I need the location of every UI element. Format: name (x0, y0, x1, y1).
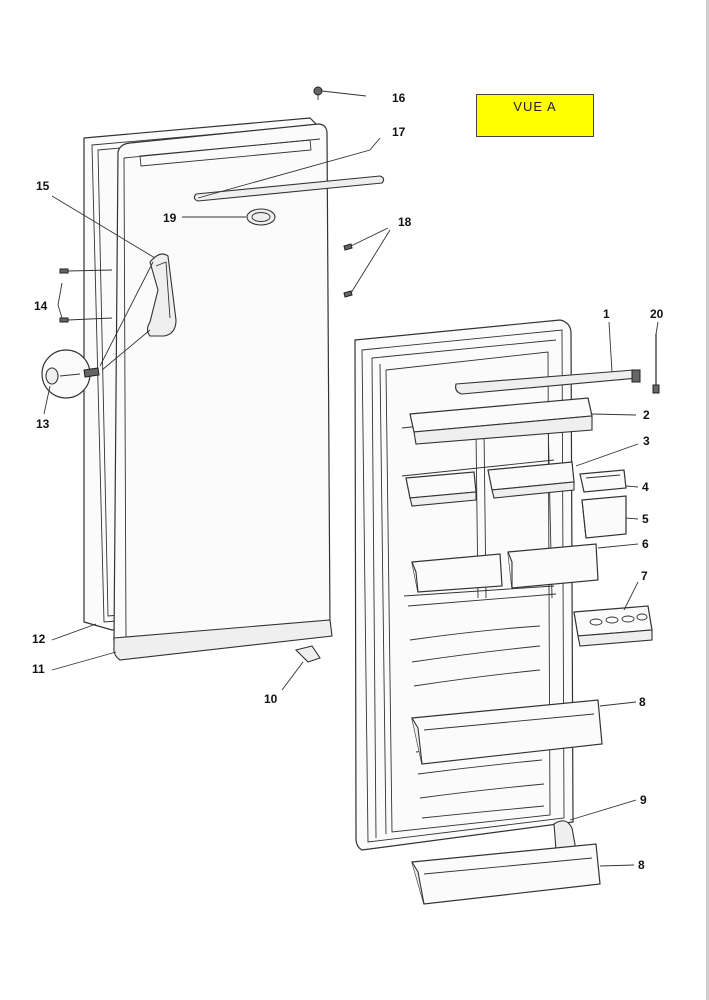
top-balcony-part-2[interactable] (409, 397, 593, 445)
badge-emblem[interactable] (246, 208, 276, 226)
middle-balconies-part-6[interactable] (411, 543, 599, 593)
scan-edge (706, 0, 709, 1000)
screws-18[interactable] (343, 243, 353, 298)
screw-16[interactable] (313, 86, 323, 100)
callout-19: 19 (163, 211, 177, 225)
butter-box-part-5[interactable] (581, 495, 627, 539)
callout-6: 6 (642, 537, 649, 551)
callout-13: 13 (36, 417, 50, 431)
callout-4: 4 (642, 480, 649, 494)
view-label: VUE A (513, 99, 557, 114)
egg-tray-part-7[interactable] (573, 605, 653, 647)
callout-1: 1 (603, 307, 610, 321)
callout-5: 5 (642, 512, 649, 526)
bottle-balcony-lower-part-8[interactable] (411, 843, 601, 905)
door-panel[interactable] (113, 123, 331, 651)
callout-20: 20 (650, 307, 664, 321)
door-foot-clip[interactable] (294, 645, 321, 663)
callout-10: 10 (264, 692, 278, 706)
callout-7: 7 (641, 569, 648, 583)
callout-9: 9 (640, 793, 647, 807)
hinge-detail-circle[interactable] (41, 349, 100, 399)
view-label-box: VUE A (476, 94, 594, 137)
trim-strip-part-20[interactable] (652, 334, 660, 394)
callout-2: 2 (643, 408, 650, 422)
door-top-bar-part-1[interactable] (455, 369, 641, 395)
callout-12: 12 (32, 632, 46, 646)
door-side-handle[interactable] (146, 253, 177, 337)
leader-lines (43, 90, 659, 867)
callout-17: 17 (392, 125, 406, 139)
callout-8-lower: 8 (638, 858, 645, 872)
screws-14[interactable] (59, 268, 113, 323)
callout-8-upper: 8 (639, 695, 646, 709)
callout-11: 11 (32, 662, 45, 676)
butter-lid-part-4[interactable] (579, 469, 627, 493)
bottle-balcony-upper-part-8[interactable] (411, 699, 603, 765)
door-bottom-trim[interactable] (113, 619, 333, 661)
callout-18: 18 (398, 215, 412, 229)
door-top-handle[interactable] (193, 175, 385, 202)
callout-14: 14 (34, 299, 48, 313)
callout-3: 3 (643, 434, 650, 448)
shelf-trays-part-3[interactable] (405, 461, 575, 507)
callout-16: 16 (392, 91, 406, 105)
callout-15: 15 (36, 179, 50, 193)
